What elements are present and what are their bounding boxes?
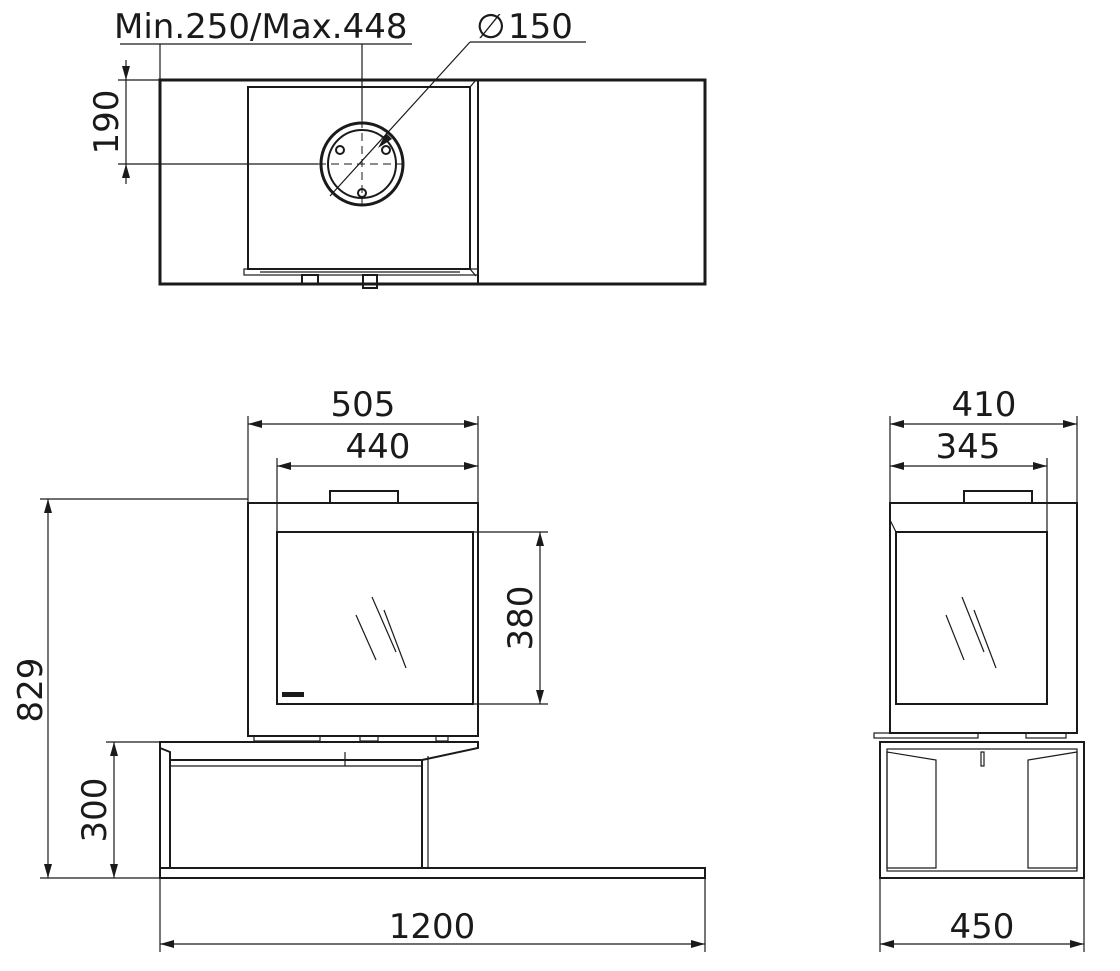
height-380-label: 380	[501, 586, 541, 651]
brand-logo	[282, 692, 304, 697]
top-view-foot	[301, 274, 319, 285]
side-view-foot	[1025, 732, 1067, 739]
side-bench-frame	[879, 741, 1085, 879]
top-view-stove-body	[247, 86, 471, 270]
glass-reflection	[945, 614, 965, 661]
top-view-front-rail	[243, 268, 479, 276]
top-view-corner-line	[469, 79, 477, 88]
glass-reflection	[961, 596, 985, 653]
front-view: 505 440 380 829 300 1200	[11, 385, 706, 952]
depth-345-label: 345	[936, 427, 1001, 467]
flue-bolt	[335, 145, 345, 155]
flue-diameter-arrow	[378, 133, 392, 148]
flue-depth-label: 190	[87, 90, 127, 155]
depth-410-label: 410	[952, 385, 1017, 425]
width-440-arrow	[277, 462, 291, 470]
width-505-arrow	[464, 420, 478, 428]
glass-reflection	[371, 596, 397, 653]
width-1200-label: 1200	[389, 907, 476, 947]
height-300-label: 300	[75, 778, 115, 843]
top-view-outline	[158, 78, 707, 286]
top-view: Min.250/Max.448 ∅ 150 190	[87, 7, 707, 289]
side-view: 410 345 450	[873, 385, 1085, 952]
flue-depth-arrow	[122, 164, 130, 178]
height-300-arrow	[110, 742, 118, 756]
width-1200-arrow	[691, 940, 705, 948]
depth-450-label: 450	[950, 907, 1015, 947]
side-view-flue-outlet	[963, 490, 1033, 504]
side-view-stove-body	[889, 502, 1078, 734]
side-view-door-edge	[889, 519, 897, 533]
height-380-arrow	[536, 690, 544, 704]
glass-reflection	[973, 609, 997, 669]
flue-diameter-leader	[329, 41, 471, 197]
bench-base	[159, 867, 706, 879]
side-bench-bracket	[980, 751, 985, 767]
side-view-foot	[873, 732, 979, 739]
flue-diameter-label: 150	[508, 7, 573, 47]
side-bench-panel	[1027, 751, 1078, 869]
flue-position-label: Min.250/Max.448	[114, 7, 407, 47]
height-829-arrow	[44, 499, 52, 513]
flue-bolt	[381, 145, 391, 155]
flue-depth-arrow	[122, 66, 130, 80]
front-view-flue-outlet	[329, 490, 399, 504]
top-view-handle	[362, 274, 378, 289]
width-440-label: 440	[346, 427, 411, 467]
height-829-arrow	[44, 864, 52, 878]
side-bench-panel	[886, 751, 937, 869]
depth-345-arrow	[1033, 462, 1047, 470]
height-829-label: 829	[11, 658, 51, 723]
depth-410-arrow	[1063, 420, 1077, 428]
side-view-glass	[895, 531, 1048, 705]
depth-345-arrow	[890, 462, 904, 470]
flue-diameter-symbol: ∅	[476, 7, 506, 47]
glass-reflection	[383, 609, 407, 669]
bench-top	[159, 741, 479, 761]
width-1200-arrow	[160, 940, 174, 948]
height-300-arrow	[110, 864, 118, 878]
depth-450-arrow	[1070, 940, 1084, 948]
width-505-label: 505	[331, 385, 396, 425]
side-bench-inner	[886, 748, 1078, 872]
depth-450-arrow	[880, 940, 894, 948]
front-view-glass	[276, 531, 474, 705]
height-380-arrow	[536, 532, 544, 546]
glass-reflection	[355, 614, 377, 661]
width-505-arrow	[248, 420, 262, 428]
depth-410-arrow	[890, 420, 904, 428]
width-440-arrow	[464, 462, 478, 470]
front-view-stove-body	[247, 502, 479, 737]
